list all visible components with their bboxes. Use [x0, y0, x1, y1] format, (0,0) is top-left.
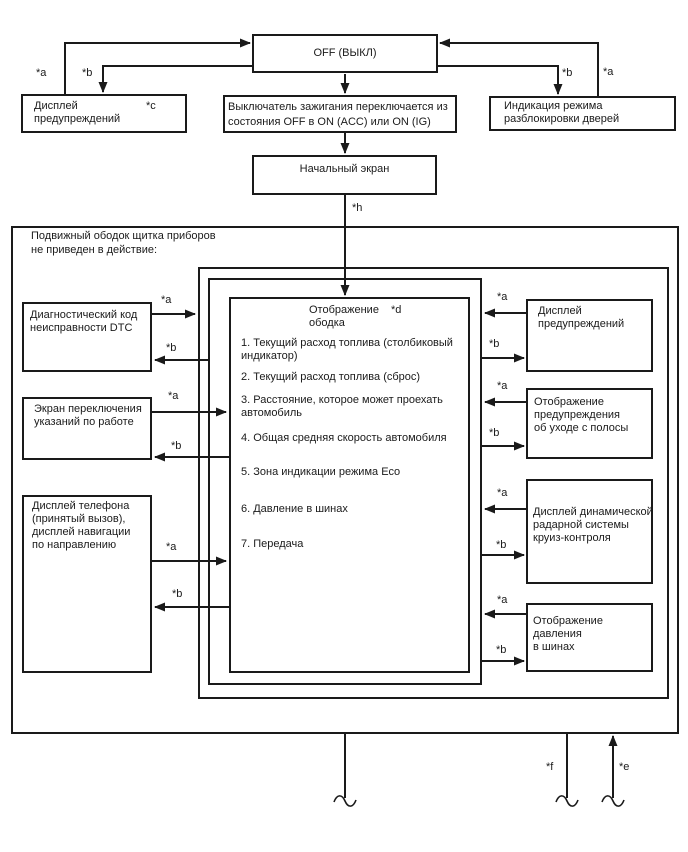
- initial-screen-label: Начальный экран: [299, 163, 390, 175]
- phone-line1: Дисплей телефона: [32, 500, 130, 512]
- unlock-line1: Индикация режима: [504, 100, 603, 112]
- warning-display-left-line1: Дисплей: [34, 100, 78, 112]
- lane-line3: об уходе с полосы: [534, 422, 629, 434]
- frame-caption-line2: не приведен в действие:: [31, 244, 158, 256]
- lane-line2: предупреждения: [534, 409, 621, 421]
- footnote-d-label: *d: [390, 304, 402, 316]
- warnright-line2: предупреждений: [538, 318, 625, 330]
- bezel-item-4: 4. Общая средняя скорость автомобиля: [241, 432, 447, 444]
- operation-guide-box: Экран переключения указаний по работе: [22, 397, 152, 460]
- bezel-item-7: 7. Передача: [241, 538, 304, 550]
- break-squiggle-f: [555, 795, 579, 807]
- footnote-e-label: *e: [619, 761, 630, 773]
- footnote-b-label: *b: [489, 338, 500, 350]
- break-squiggle-e: [601, 795, 625, 807]
- warning-display-left-line2: предупреждений: [34, 113, 121, 125]
- arrow-warnleft-to-off: [64, 38, 251, 95]
- lane-departure-warning-box: Отображение предупреждения об уходе с по…: [526, 388, 653, 459]
- tire-line2: давления: [533, 628, 582, 640]
- footnote-b-label: *b: [496, 644, 507, 656]
- arrow-unlock-to-off: [439, 38, 599, 96]
- footnote-a-label: *a: [161, 294, 172, 306]
- door-unlock-mode-box: Индикация режима разблокировки дверей: [489, 96, 676, 131]
- bezel-title-text2: ободка: [309, 317, 345, 329]
- footnote-b-label: *b: [82, 67, 93, 79]
- guide-line2: указаний по работе: [34, 416, 134, 428]
- radar-line3: круиз-контроля: [533, 532, 611, 544]
- bezel-display-box: Отображение *d ободка 1. Текущий расход …: [229, 297, 470, 673]
- bezel-item-3: 3. Расстояние, которое может проехать ав…: [241, 394, 443, 419]
- footnote-b-label: *b: [489, 427, 500, 439]
- unlock-line2: разблокировки дверей: [504, 113, 620, 125]
- footnote-b-label: *b: [562, 67, 573, 79]
- ignition-line2: состояния OFF в ON (ACC) или ON (IG): [228, 116, 431, 128]
- phone-line4: по направлению: [32, 539, 117, 551]
- center-frame-outer: [198, 267, 669, 699]
- bezel-item-1: 1. Текущий расход топлива (столбиковый и…: [241, 337, 453, 362]
- footnote-c-label: *c: [146, 100, 156, 112]
- radar-cruise-box: Дисплей динамической радарной системы кр…: [526, 479, 653, 584]
- radar-line1: Дисплей динамической: [533, 506, 653, 518]
- phone-line2: (принятый вызов),: [32, 513, 126, 525]
- arrow-off-to-unlock: [438, 65, 563, 95]
- footnote-h-label: *h: [352, 202, 363, 214]
- footnote-a-label: *a: [166, 541, 177, 553]
- bezel-item-6: 6. Давление в шинах: [241, 503, 348, 515]
- footnote-b-label: *b: [171, 440, 182, 452]
- phone-navigation-box: Дисплей телефона (принятый вызов), диспл…: [22, 495, 152, 673]
- warning-display-right-box: Дисплей предупреждений: [526, 299, 653, 372]
- footnote-b-label: *b: [496, 539, 507, 551]
- ignition-switch-box: Выключатель зажигания переключается из с…: [223, 95, 457, 133]
- footnote-a-label: *a: [36, 67, 47, 79]
- off-state-label: OFF (ВЫКЛ): [313, 47, 377, 59]
- tire-pressure-box: Отображение давления в шинах: [526, 603, 653, 672]
- bezel-title-text: Отображение: [309, 304, 379, 316]
- arrow-off-to-warnleft: [98, 65, 252, 93]
- bezel-item-5: 5. Зона индикации режима Eco: [241, 466, 401, 478]
- footnote-a-label: *a: [497, 594, 508, 606]
- bezel-item-2: 2. Текущий расход топлива (сброс): [241, 371, 421, 383]
- lane-line1: Отображение: [534, 396, 604, 408]
- ignition-line1: Выключатель зажигания переключается из: [228, 101, 448, 113]
- break-squiggle-center: [333, 795, 357, 807]
- phone-line3: дисплей навигации: [32, 526, 131, 538]
- footnote-a-label: *a: [497, 487, 508, 499]
- footnote-a-label: *a: [603, 66, 614, 78]
- footnote-f-label: *f: [546, 761, 554, 773]
- footnote-b-label: *b: [172, 588, 183, 600]
- frame-caption-line1: Подвижный ободок щитка приборов: [31, 230, 216, 242]
- guide-line1: Экран переключения: [34, 403, 142, 415]
- dtc-line1: Диагностический код: [30, 309, 138, 321]
- initial-screen-box: Начальный экран: [252, 155, 437, 195]
- warnright-line1: Дисплей: [538, 305, 582, 317]
- off-state-box: OFF (ВЫКЛ): [252, 34, 438, 73]
- footnote-a-label: *a: [497, 380, 508, 392]
- bezel-display-title: Отображение *d ободка: [309, 304, 401, 330]
- footnote-b-label: *b: [166, 342, 177, 354]
- dtc-box: Диагностический код неисправности DTC: [22, 302, 152, 372]
- radar-line2: радарной системы: [533, 519, 629, 531]
- footnote-a-label: *a: [168, 390, 179, 402]
- footnote-a-label: *a: [497, 291, 508, 303]
- tire-line3: в шинах: [533, 641, 575, 653]
- dtc-line2: неисправности DTC: [30, 322, 133, 334]
- tire-line1: Отображение: [533, 615, 603, 627]
- warning-display-left-box: Дисплей предупреждений: [21, 94, 187, 133]
